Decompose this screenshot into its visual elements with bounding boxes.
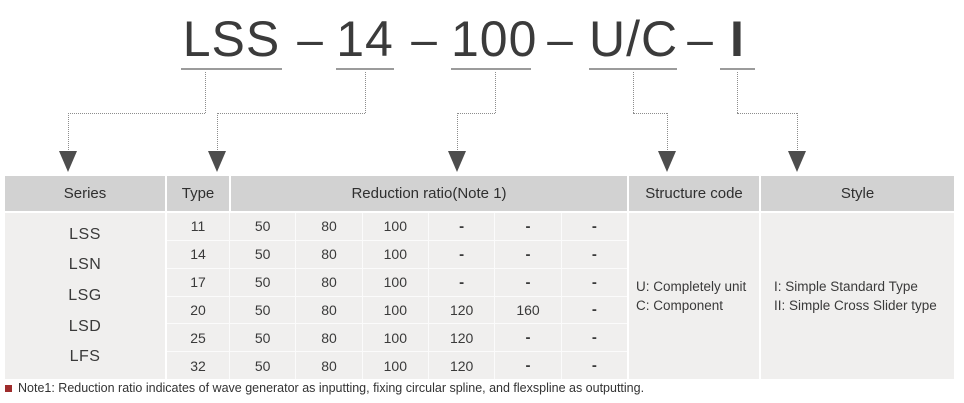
type-cell: 20 — [167, 296, 229, 324]
footnote: Note1: Reduction ratio indicates of wave… — [5, 381, 644, 395]
note-bullet-icon — [5, 384, 12, 392]
ratio-cell: - — [495, 324, 561, 352]
connector-line — [667, 113, 668, 152]
series-label: LSD — [68, 317, 102, 335]
ratio-cell: 160 — [495, 296, 561, 324]
structure-code-cell: U: Completely unit C: Component — [629, 213, 759, 379]
connector-line — [633, 113, 667, 114]
ratio-cell: - — [495, 213, 561, 240]
type-cell: 14 — [167, 240, 229, 268]
arrow-down-icon — [658, 151, 676, 172]
structure-code-option: U: Completely unit — [636, 279, 747, 294]
ratio-cell: - — [561, 324, 627, 352]
ratio-cell: 80 — [296, 324, 362, 352]
ratio-cell: 100 — [362, 324, 428, 352]
ratio-cell: - — [429, 240, 495, 268]
ratio-cell: 50 — [230, 268, 296, 296]
arrow-down-icon — [208, 151, 226, 172]
ratio-cell: 100 — [362, 352, 428, 379]
ratio-cell: - — [561, 213, 627, 240]
ratio-cell: 120 — [429, 324, 495, 352]
model-code-dash: – — [547, 13, 573, 65]
model-code-segment-style: I — [720, 14, 755, 70]
table-header-row: Series Type Reduction ratio(Note 1) Stru… — [5, 176, 956, 211]
ratio-cell: 100 — [362, 296, 428, 324]
ratio-cell: - — [495, 352, 561, 379]
ratio-cell: - — [561, 268, 627, 296]
series-column: LSS LSN LSG LSD LFS — [5, 213, 165, 379]
type-ratio-grid: 11 50 80 100 - - - 14 50 80 100 - - - 17… — [167, 213, 627, 379]
table-body: LSS LSN LSG LSD LFS 11 50 80 100 - - - 1… — [5, 213, 956, 379]
model-code-dash: – — [297, 13, 323, 65]
type-cell: 17 — [167, 268, 229, 296]
structure-code-option: C: Component — [636, 298, 724, 313]
model-code-segment-series: LSS — [181, 14, 282, 70]
type-cell: 25 — [167, 324, 229, 352]
arrow-down-icon — [788, 151, 806, 172]
ratio-cell: 100 — [362, 240, 428, 268]
ratio-cell: 50 — [230, 240, 296, 268]
ratio-cell: 50 — [230, 296, 296, 324]
style-option: I: Simple Standard Type — [774, 279, 918, 294]
ordering-table: Series Type Reduction ratio(Note 1) Stru… — [5, 176, 956, 379]
arrow-down-icon — [59, 151, 77, 172]
ratio-cell: 50 — [230, 213, 296, 240]
footnote-text: Note1: Reduction ratio indicates of wave… — [18, 381, 645, 395]
connector-line — [68, 113, 69, 152]
ratio-cell: 80 — [296, 296, 362, 324]
ratio-cell: - — [561, 240, 627, 268]
ratio-cell: - — [561, 352, 627, 379]
ratio-cell: 80 — [296, 352, 362, 379]
ratio-cell: 50 — [230, 324, 296, 352]
connector-line — [797, 113, 798, 152]
model-code-segment-size: 14 — [336, 14, 394, 70]
connector-line — [365, 72, 366, 113]
connector-line — [205, 72, 206, 113]
ratio-cell: - — [561, 296, 627, 324]
model-code-dash: – — [687, 13, 713, 65]
series-label: LFS — [69, 348, 101, 366]
column-header-series: Series — [5, 176, 165, 211]
ratio-cell: 80 — [296, 268, 362, 296]
column-header-type: Type — [167, 176, 229, 211]
series-label: LSN — [68, 256, 102, 274]
connector-line — [737, 113, 797, 114]
style-cell: I: Simple Standard Type II: Simple Cross… — [761, 213, 954, 379]
ratio-cell: 80 — [296, 213, 362, 240]
connector-line — [457, 113, 458, 152]
connector-line — [737, 72, 738, 113]
ratio-cell: - — [495, 240, 561, 268]
ratio-cell: 50 — [230, 352, 296, 379]
connector-line — [633, 72, 634, 113]
ratio-cell: 100 — [362, 213, 428, 240]
model-code-segment-structure: U/C — [589, 14, 677, 70]
column-header-reduction-ratio: Reduction ratio(Note 1) — [231, 176, 627, 211]
connector-line — [68, 113, 205, 114]
series-label: LSG — [68, 286, 102, 304]
ratio-cell: 120 — [429, 352, 495, 379]
arrow-down-icon — [448, 151, 466, 172]
style-option: II: Simple Cross Slider type — [774, 298, 937, 313]
type-cell: 11 — [167, 213, 229, 240]
connector-line — [457, 113, 495, 114]
ratio-cell: - — [429, 213, 495, 240]
ratio-cell: 120 — [429, 296, 495, 324]
column-header-style: Style — [761, 176, 954, 211]
model-code-dash: – — [411, 13, 437, 65]
ratio-cell: - — [429, 268, 495, 296]
type-cell: 32 — [167, 352, 229, 379]
connector-line — [217, 113, 218, 152]
model-code-segment-ratio: 100 — [451, 14, 536, 70]
column-header-structure-code: Structure code — [629, 176, 759, 211]
ratio-cell: 80 — [296, 240, 362, 268]
ratio-cell: - — [495, 268, 561, 296]
series-label: LSS — [69, 225, 101, 243]
connector-line — [217, 113, 365, 114]
ratio-cell: 100 — [362, 268, 428, 296]
connector-line — [495, 72, 496, 113]
